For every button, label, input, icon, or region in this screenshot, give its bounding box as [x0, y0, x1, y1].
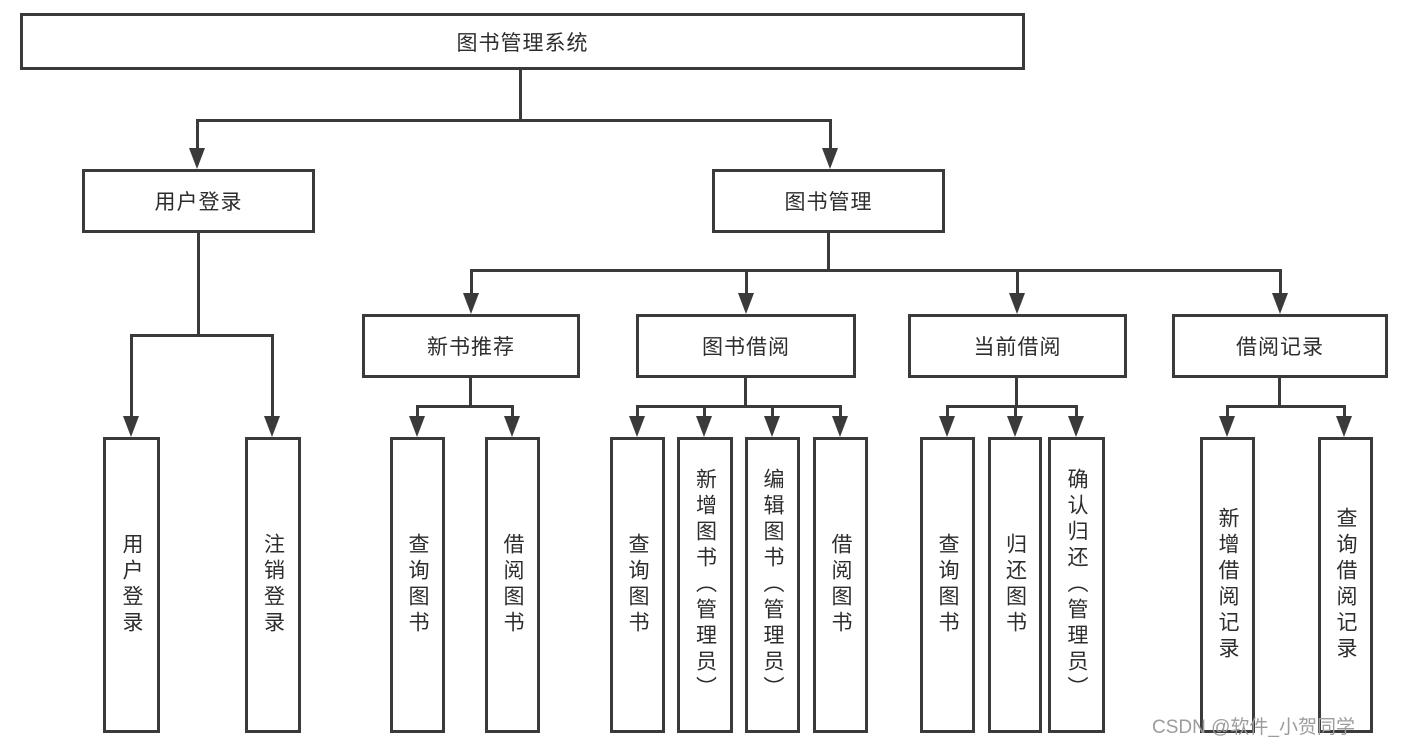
- connector-cb-confirm-drop: [1075, 405, 1078, 421]
- connector-rec-borrow-drop: [511, 405, 514, 421]
- leaf-br-query-record: 查询借阅记录: [1318, 437, 1373, 733]
- connector-new-book-recommend-drop: [470, 269, 473, 297]
- arrowhead-rec-query: [409, 416, 425, 437]
- connector-current-borrow-drop: [1016, 269, 1019, 297]
- connector-cb-query-drop: [946, 405, 949, 421]
- node-root-label: 图书管理系统: [456, 31, 589, 55]
- leaf-br-add-record: 新增借阅记录: [1200, 437, 1255, 733]
- leaf-logout: 注销登录: [245, 437, 301, 733]
- arrowhead-cb-return: [1007, 416, 1023, 437]
- node-new-book-recommend-label: 新书推荐: [427, 336, 515, 359]
- leaf-cb-query-books: 查询图书: [920, 437, 975, 733]
- csdn-watermark: CSDN @软件_小贺同学: [1152, 717, 1355, 738]
- leaf-logout-label: 注销登录: [261, 533, 285, 637]
- connector-new-book-recommend-rail: [416, 405, 514, 408]
- leaf-user-login: 用户登录: [103, 437, 160, 733]
- node-root: 图书管理系统: [20, 13, 1025, 70]
- connector-cb-return-drop: [1014, 405, 1017, 421]
- node-book-management-label: 图书管理: [784, 191, 873, 214]
- connector-user-login-rail: [130, 334, 274, 337]
- connector-bb-borrow-drop: [839, 405, 842, 421]
- arrowhead-br-add: [1219, 416, 1235, 437]
- leaf-rec-query-books-label: 查询图书: [406, 533, 429, 637]
- connector-book-borrow-drop: [745, 269, 748, 297]
- connector-root-stem: [519, 68, 522, 121]
- leaf-bb-query-books: 查询图书: [610, 437, 665, 733]
- connector-borrow-records-stem: [1278, 376, 1281, 408]
- connector-book-borrow-stem: [744, 376, 747, 408]
- arrowhead-current-borrow: [1009, 293, 1025, 314]
- connector-current-borrow-stem: [1015, 376, 1018, 408]
- leaf-bb-edit-books-admin-label: 编辑图书（管理员）: [761, 468, 784, 702]
- leaf-cb-return-books-label: 归还图书: [1003, 533, 1027, 637]
- arrowhead-bb-query: [629, 416, 645, 437]
- leaf-bb-add-books-admin: 新增图书（管理员）: [677, 437, 733, 733]
- arrowhead-br-query: [1336, 416, 1352, 437]
- node-user-login: 用户登录: [82, 169, 315, 233]
- arrowhead-user-login: [189, 148, 205, 169]
- connector-br-add-drop: [1226, 405, 1229, 421]
- leaf-br-add-record-label: 新增借阅记录: [1216, 507, 1239, 663]
- arrowhead-logout: [264, 416, 280, 437]
- connector-user-login-drop: [196, 119, 199, 153]
- arrowhead-new-book-recommend: [463, 293, 479, 314]
- node-new-book-recommend: 新书推荐: [362, 314, 580, 378]
- leaf-rec-query-books: 查询图书: [390, 437, 445, 733]
- arrowhead-book-borrow: [738, 293, 754, 314]
- leaf-cb-return-books: 归还图书: [988, 437, 1042, 733]
- connector-book-borrow-rail: [636, 405, 842, 408]
- node-borrow-records-label: 借阅记录: [1236, 336, 1324, 359]
- leaf-cb-confirm-return-admin-label: 确认归还（管理员）: [1065, 468, 1088, 702]
- arrowhead-bb-add: [696, 416, 712, 437]
- connector-logout-drop: [271, 334, 274, 420]
- leaf-bb-borrow-books-label: 借阅图书: [829, 533, 852, 637]
- leaf-rec-borrow-books: 借阅图书: [485, 437, 540, 733]
- connector-book-management-stem: [827, 233, 830, 272]
- leaf-bb-query-books-label: 查询图书: [626, 533, 649, 637]
- arrowhead-login: [123, 416, 139, 437]
- arrowhead-borrow-records: [1272, 293, 1288, 314]
- leaf-cb-query-books-label: 查询图书: [936, 533, 959, 637]
- connector-borrow-records-rail: [1226, 405, 1346, 408]
- arrowhead-rec-borrow: [504, 416, 520, 437]
- connector-book-management-drop: [829, 119, 832, 153]
- leaf-rec-borrow-books-label: 借阅图书: [501, 533, 524, 637]
- connector-new-book-recommend-stem: [469, 376, 472, 408]
- node-current-borrow: 当前借阅: [908, 314, 1127, 378]
- connector-bb-add-drop: [703, 405, 706, 421]
- connector-user-login-stem: [197, 233, 200, 337]
- connector-bb-edit-drop: [771, 405, 774, 421]
- connector-borrow-records-drop: [1279, 269, 1282, 297]
- arrowhead-cb-query: [939, 416, 955, 437]
- connector-current-borrow-rail: [946, 405, 1078, 408]
- leaf-user-login-label: 用户登录: [120, 533, 143, 637]
- connector-login-drop: [130, 334, 133, 420]
- connector-rec-query-drop: [416, 405, 419, 421]
- arrowhead-bb-edit: [764, 416, 780, 437]
- node-book-borrow: 图书借阅: [636, 314, 856, 378]
- connector-level2-rail: [196, 119, 832, 122]
- connector-bb-query-drop: [636, 405, 639, 421]
- leaf-cb-confirm-return-admin: 确认归还（管理员）: [1048, 437, 1105, 733]
- leaf-bb-borrow-books: 借阅图书: [813, 437, 868, 733]
- node-user-login-label: 用户登录: [154, 191, 243, 214]
- arrowhead-cb-confirm: [1068, 416, 1084, 437]
- node-current-borrow-label: 当前借阅: [973, 336, 1062, 359]
- leaf-bb-add-books-admin-label: 新增图书（管理员）: [693, 468, 717, 702]
- connector-br-query-drop: [1343, 405, 1346, 421]
- node-borrow-records: 借阅记录: [1172, 314, 1388, 378]
- arrowhead-bb-borrow: [832, 416, 848, 437]
- node-book-borrow-label: 图书借阅: [702, 336, 790, 359]
- leaf-bb-edit-books-admin: 编辑图书（管理员）: [745, 437, 800, 733]
- arrowhead-book-management: [822, 148, 838, 169]
- node-book-management: 图书管理: [712, 169, 945, 233]
- connector-level3-rail: [470, 269, 1282, 272]
- leaf-br-query-record-label: 查询借阅记录: [1334, 507, 1357, 663]
